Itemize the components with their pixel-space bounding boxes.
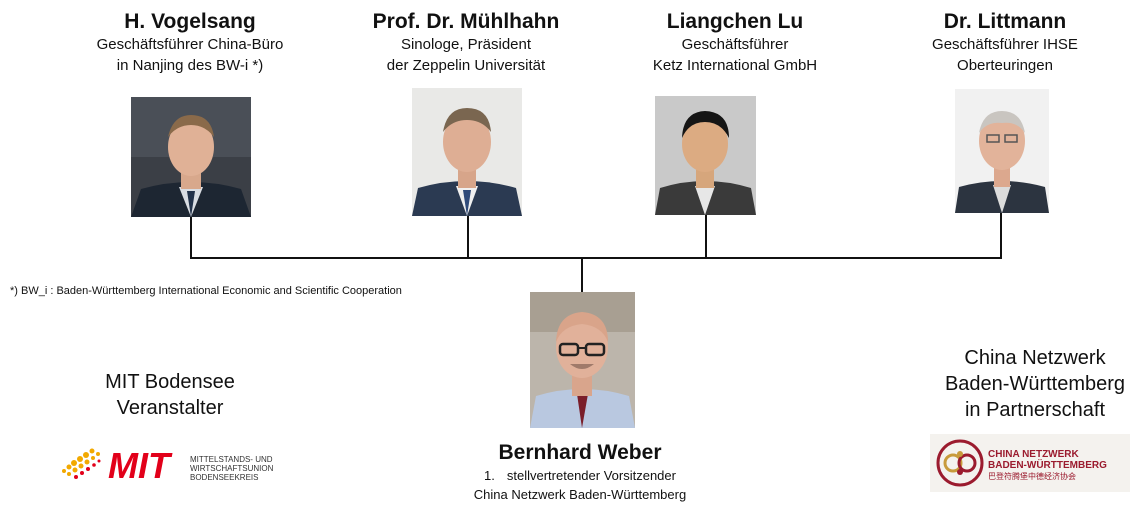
connector-vertical-3	[705, 215, 707, 259]
person-role-line1: Sinologe, Präsident	[400, 36, 532, 53]
cn-logo-line2: BADEN-WÜRTTEMBERG	[988, 460, 1107, 471]
portrait-weber	[530, 292, 635, 428]
cn-logo-line3: 巴登符腾堡中德经济协会	[988, 472, 1076, 481]
person-role-line1: Geschäftsführer IHSE	[932, 36, 1078, 53]
center-person-role-line1: 1. stellvertretender Vorsitzender	[460, 467, 700, 485]
connector-center	[581, 257, 583, 293]
portrait-muehlhahn	[412, 88, 522, 216]
mit-sub-line3: BODENSEEKREIS	[190, 473, 259, 482]
person-name: Prof. Dr. Mühlhahn	[372, 10, 560, 33]
organizer-line2: Veranstalter	[116, 397, 224, 419]
mit-sub-line1: MITTELSTANDS- UND	[190, 455, 273, 464]
mit-sub-line2: WIRTSCHAFTSUNION	[190, 464, 274, 473]
role-text: stellvertretender Vorsitzender	[506, 468, 676, 483]
person-lu: Liangchen Lu Geschäftsführer Ketz Intern…	[615, 10, 855, 76]
partner-line3: in Partnerschaft	[964, 399, 1106, 421]
mit-logo-word: MIT	[108, 445, 170, 486]
mit-logo-subtitle: MITTELSTANDS- UND WIRTSCHAFTSUNION BODEN…	[190, 455, 273, 482]
person-role-line1: Geschäftsführer China-Büro	[96, 36, 284, 53]
center-person-name: Bernhard Weber	[498, 441, 662, 464]
organizer-label: MIT Bodensee Veranstalter	[70, 369, 270, 421]
portrait-lu	[655, 96, 756, 215]
partner-label: China Netzwerk Baden-Württemberg in Part…	[925, 345, 1145, 423]
portrait-vogelsang	[131, 97, 251, 217]
person-littmann: Dr. Littmann Geschäftsführer IHSE Oberte…	[890, 10, 1120, 76]
person-name: Liangchen Lu	[666, 10, 804, 33]
person-role-line2: Ketz International GmbH	[652, 57, 818, 74]
list-marker: 1.	[484, 468, 495, 483]
mit-logo: MIT MITTELSTANDS- UND WIRTSCHAFTSUNION B…	[56, 441, 284, 491]
person-name: H. Vogelsang	[124, 10, 256, 33]
portrait-littmann	[955, 89, 1049, 213]
person-role-line2: der Zeppelin Universität	[386, 57, 546, 74]
person-role-line1: Geschäftsführer	[681, 36, 789, 53]
connector-vertical-4	[1000, 213, 1002, 259]
connector-horizontal	[190, 257, 1002, 259]
connector-vertical-1	[190, 217, 192, 259]
partner-line1: China Netzwerk	[964, 347, 1106, 369]
mit-logo-mark	[62, 448, 101, 479]
person-role-line2: in Nanjing des BW-i *)	[116, 57, 264, 74]
connector-vertical-2	[467, 216, 469, 259]
partner-line2: Baden-Württemberg	[944, 373, 1126, 395]
china-netzwerk-logo-text: CHINA NETZWERK BADEN-WÜRTTEMBERG 巴登符腾堡中德…	[988, 449, 1107, 482]
china-netzwerk-logo: CHINA NETZWERK BADEN-WÜRTTEMBERG 巴登符腾堡中德…	[930, 434, 1130, 492]
person-vogelsang: H. Vogelsang Geschäftsführer China-Büro …	[70, 10, 310, 76]
person-role-line2: Oberteuringen	[957, 57, 1053, 74]
person-name: Dr. Littmann	[943, 10, 1067, 33]
cn-logo-line1: CHINA NETZWERK	[988, 449, 1079, 460]
footnote: *) BW_i : Baden-Württemberg Internationa…	[10, 285, 402, 297]
center-person-role-line2: China Netzwerk Baden-Württemberg	[473, 487, 687, 502]
china-netzwerk-logo-mark	[936, 439, 984, 487]
person-muehlhahn: Prof. Dr. Mühlhahn Sinologe, Präsident d…	[336, 10, 596, 76]
organizer-line1: MIT Bodensee	[105, 371, 235, 393]
